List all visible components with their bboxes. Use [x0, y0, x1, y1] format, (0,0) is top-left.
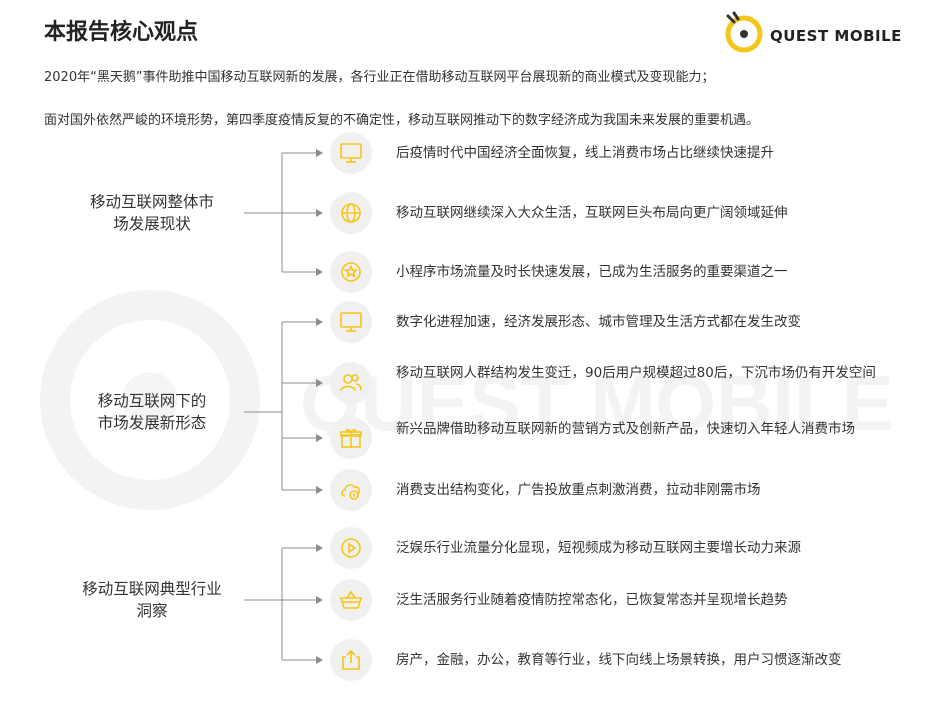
gift-icon — [330, 417, 372, 459]
basket-icon — [330, 579, 372, 621]
category-label-line: 移动互联网典型行业 — [82, 580, 222, 598]
cloud-money-icon — [330, 469, 372, 511]
page-title: 本报告核心观点 — [44, 20, 199, 45]
point-item: 数字化进程加速，经济发展形态、城市管理及生活方式都在发生改变 — [396, 314, 801, 330]
share-icon — [330, 639, 372, 681]
point-item: 泛娱乐行业流量分化显现，短视频成为移动互联网主要增长动力来源 — [396, 540, 801, 556]
monitor-icon — [330, 301, 372, 343]
category-industry-insight: 移动互联网典型行业 洞察 — [62, 578, 242, 622]
category-label-line: 洞察 — [136, 602, 168, 620]
point-item: 移动互联网人群结构发生变迁，90后用户规模超过80后，下沉市场仍有开发空间 — [396, 365, 876, 381]
point-item: 房产，金融，办公，教育等行业，线下向线上场景转换，用户习惯逐渐改变 — [396, 652, 842, 668]
intro-line-2: 面对国外依然严峻的环境形势，第四季度疫情反复的不确定性，移动互联网推动下的数字经… — [44, 113, 760, 128]
category-label-line: 市场发展新形态 — [97, 414, 207, 432]
point-item: 小程序市场流量及时长快速发展，已成为生活服务的重要渠道之一 — [396, 264, 788, 280]
category-label-line: 移动互联网下的 — [97, 392, 207, 410]
point-item: 消费支出结构变化，广告投放重点刺激消费，拉动非刚需市场 — [396, 482, 761, 498]
monitor-icon — [330, 132, 372, 174]
globe-icon — [330, 192, 372, 234]
intro-line-1: 2020年“黑天鹅”事件助推中国移动互联网新的发展，各行业正在借助移动互联网平台… — [44, 70, 715, 85]
point-item: 新兴品牌借助移动互联网新的营销方式及创新产品，快速切入年轻人消费市场 — [396, 421, 855, 437]
logo-text: QUEST MOBILE — [770, 27, 902, 45]
category-new-forms: 移动互联网下的 市场发展新形态 — [62, 390, 242, 434]
point-item: 后疫情时代中国经济全面恢复，线上消费市场占比继续快速提升 — [396, 145, 774, 161]
point-item: 泛生活服务行业随着疫情防控常态化，已恢复常态并呈现增长趋势 — [396, 592, 788, 608]
quest-mobile-logo-icon — [725, 11, 763, 53]
play-icon — [330, 527, 372, 569]
users-icon — [330, 362, 372, 404]
category-label-line: 移动互联网整体市 — [89, 193, 214, 211]
category-overall-status: 移动互联网整体市 场发展现状 — [62, 191, 242, 235]
quest-mobile-logo: QUEST MOBILE — [722, 10, 912, 58]
category-label-line: 场发展现状 — [113, 215, 191, 233]
point-item: 移动互联网继续深入大众生活，互联网巨头布局向更广阔领域延伸 — [396, 205, 788, 221]
star-badge-icon — [330, 251, 372, 293]
